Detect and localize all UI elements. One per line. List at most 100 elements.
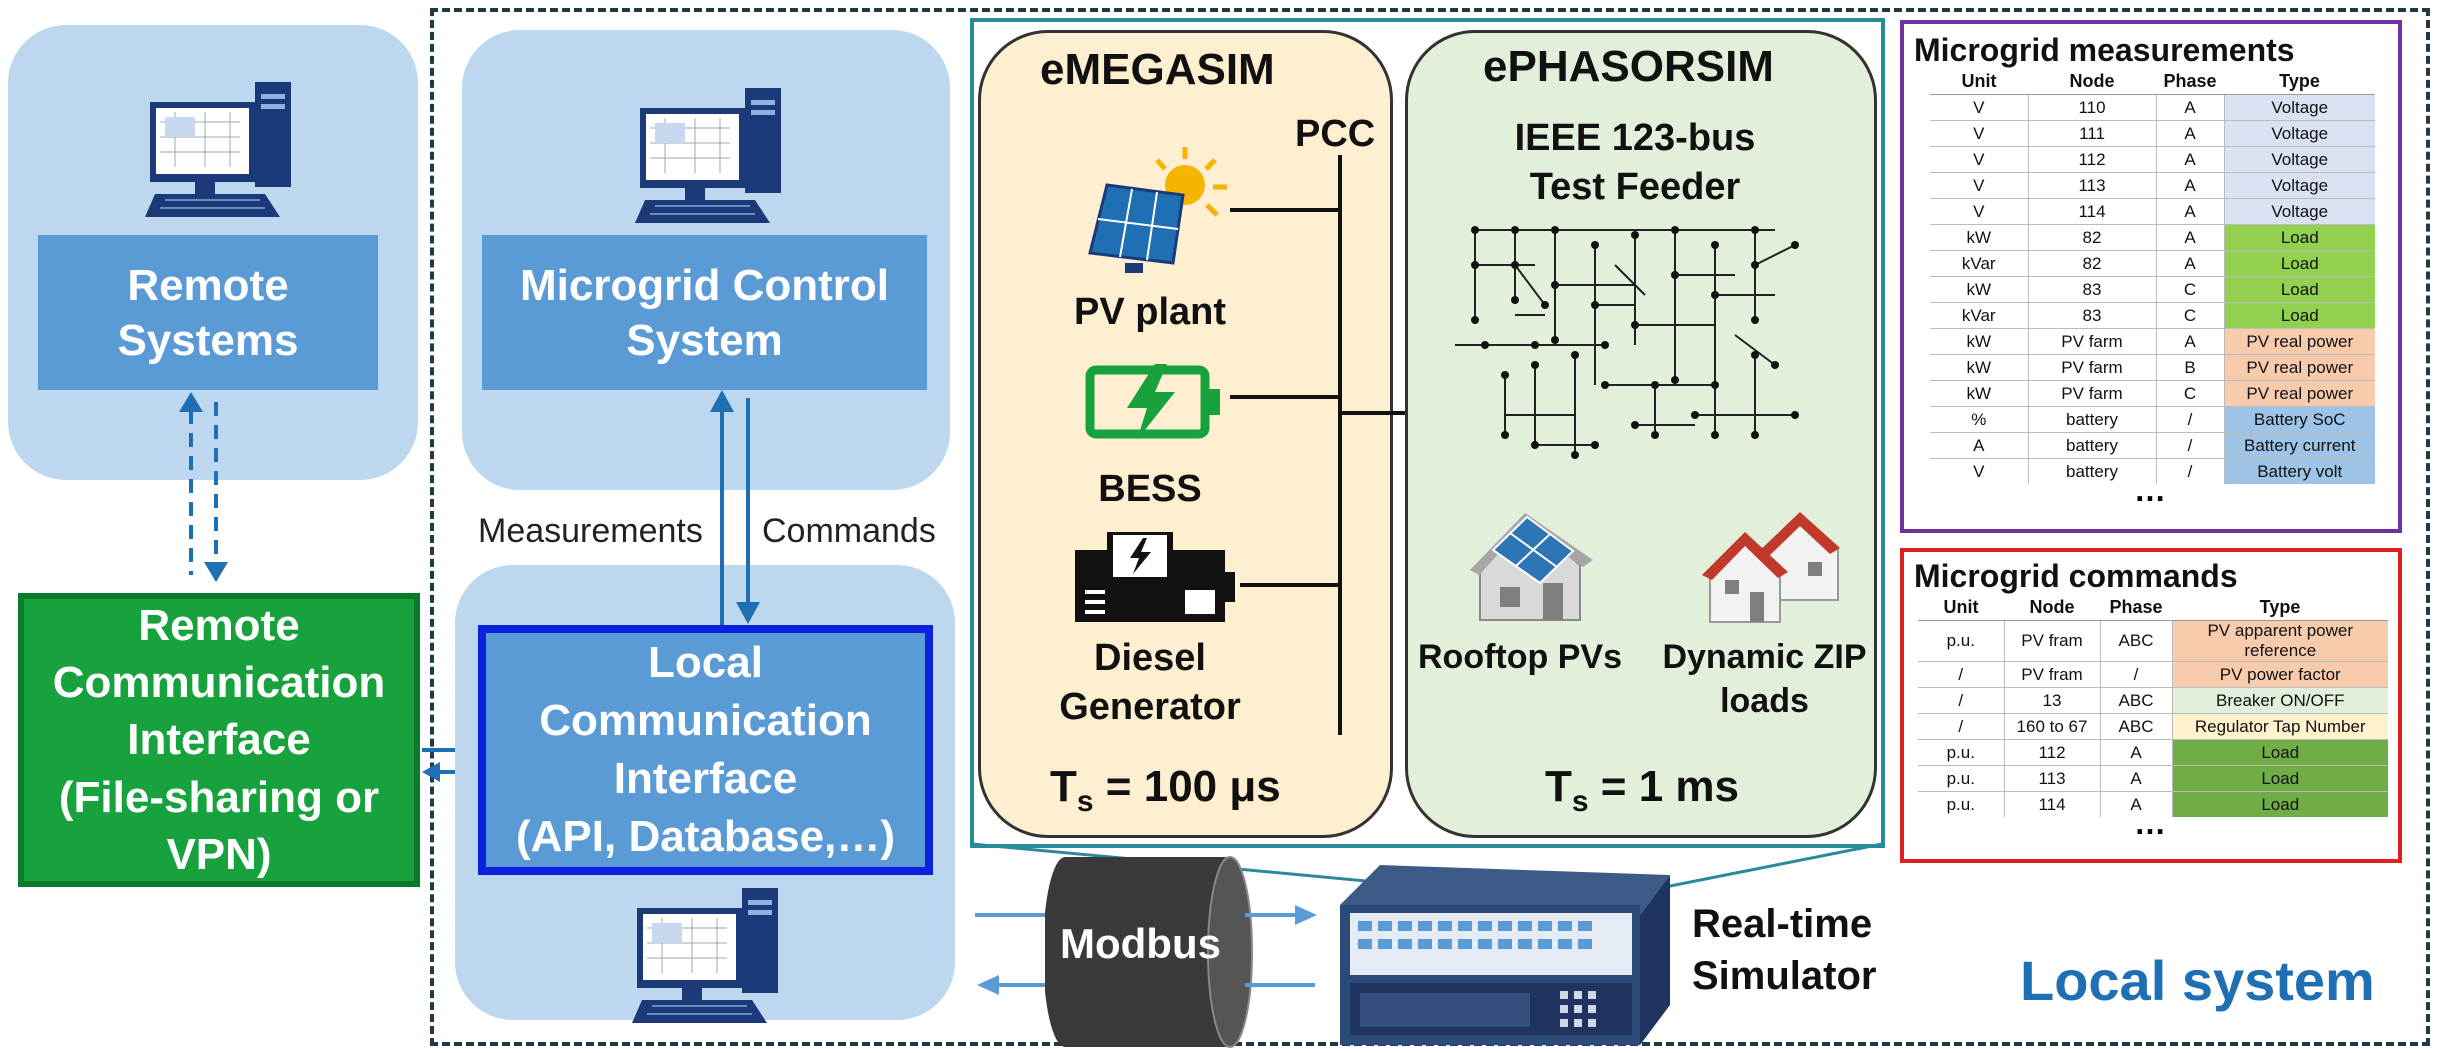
measurements_table-cell-unit: kVar xyxy=(1930,302,2029,329)
measurements_table-cell-unit: V xyxy=(1930,172,2029,199)
measurements_table-cell-node: battery xyxy=(2028,432,2157,459)
measurements_table-cell-unit: kW xyxy=(1930,354,2029,381)
emegasim-title: eMEGASIM xyxy=(1040,45,1275,94)
ephasorsim-timestep: Ts = 1 ms xyxy=(1545,762,1740,818)
measurements_table-cell-type: PV real power xyxy=(2224,328,2375,355)
measurements_table-cell-type: Load xyxy=(2224,224,2375,251)
measurements_table-cell-type: Voltage xyxy=(2224,120,2375,147)
remote-comm-line-2: Communication xyxy=(52,658,386,708)
measurements_table-cell-unit: kW xyxy=(1930,276,2029,303)
commands_table-cell-unit: p.u. xyxy=(1918,765,2005,792)
measurements_table-cell-unit: V xyxy=(1930,146,2029,173)
local-comm-line-1: Local xyxy=(648,637,763,687)
real-time-simulator-label: Real-time Simulator xyxy=(1692,902,1877,998)
local-communication-interface: Local Communication Interface (API, Data… xyxy=(478,625,933,875)
local-system-label: Local system xyxy=(2020,949,2375,1012)
commands_table-cell-type: PV apparent power reference xyxy=(2172,620,2388,662)
commands_table-cell-type: Load xyxy=(2172,791,2388,817)
measurements_table-row: %battery/Battery SoC xyxy=(1930,406,2375,433)
measurements_table-cell-node: 114 xyxy=(2028,198,2157,225)
ephasorsim-title: ePHASORSIM xyxy=(1483,42,1774,91)
measurements_table-cell-unit: V xyxy=(1930,120,2029,147)
measurements_table-cell-unit: A xyxy=(1930,432,2029,459)
measurements_table-cell-unit: V xyxy=(1930,94,2029,121)
ieee-123-bus-network-diagram xyxy=(1455,226,1799,459)
ephasorsim-panel xyxy=(1405,30,1877,838)
modbus-cylinder xyxy=(1045,856,1253,1048)
remote-dashed-arrows xyxy=(179,392,228,582)
meas-header-type: Type xyxy=(2224,69,2375,95)
commands_table-cell-unit: p.u. xyxy=(1918,739,2005,766)
remote-comm-line-4: (File-sharing or xyxy=(58,772,380,822)
commands_table-cell-node: PV fram xyxy=(2004,620,2101,662)
commands_table-cell-phase: A xyxy=(2100,791,2173,817)
measurements-table-frame: Microgrid measurements Unit Node Phase T… xyxy=(1900,20,2402,533)
ieee-feeder-label: IEEE 123-bus Test Feeder xyxy=(1514,117,1756,209)
measurements_table-cell-type: Load xyxy=(2224,276,2375,303)
commands-more-ellipsis: … xyxy=(2134,805,2168,841)
measurements_table-cell-unit: kW xyxy=(1930,380,2029,407)
remote-computer-icon xyxy=(145,82,291,217)
commands_table-cell-phase: ABC xyxy=(2100,620,2173,662)
pcc-label: PCC xyxy=(1295,113,1376,155)
commands_table-cell-node: 114 xyxy=(2004,791,2101,817)
measurements-label: Measurements xyxy=(478,512,703,550)
measurements_table-cell-unit: kW xyxy=(1930,224,2029,251)
remote-comm-line-1: Remote xyxy=(138,601,300,651)
local-comm-line-3: Interface xyxy=(613,754,798,803)
measurements_table-cell-node: 83 xyxy=(2028,276,2157,303)
measurements_table-cell-type: Battery current xyxy=(2224,432,2375,459)
measurements-table-title: Microgrid measurements xyxy=(1914,32,2295,68)
commands_table-cell-type: Load xyxy=(2172,739,2388,766)
commands_table-cell-phase: A xyxy=(2100,739,2173,766)
measurements_table-cell-type: Load xyxy=(2224,302,2375,329)
measurements_table-cell-node: PV farm xyxy=(2028,380,2157,407)
measurements_table-cell-type: Battery volt xyxy=(2224,458,2375,484)
microgrid-control-box: Microgrid Control System xyxy=(482,235,927,390)
zip-load-houses-icon xyxy=(1702,512,1840,623)
measurements_table-cell-phase: / xyxy=(2156,406,2225,433)
dynamic-zip-loads-label: Dynamic ZIP loads xyxy=(1662,638,1867,721)
measurements_table-cell-type: Voltage xyxy=(2224,198,2375,225)
measurements_table-cell-node: 82 xyxy=(2028,224,2157,251)
remote-comm-line-3: Interface xyxy=(127,715,311,765)
local-computer-icon xyxy=(632,888,778,1023)
measurements_table-cell-type: Voltage xyxy=(2224,172,2375,199)
commands_table-cell-unit: / xyxy=(1918,713,2005,740)
measurements_table-cell-phase: / xyxy=(2156,432,2225,459)
commands_table-row: /PV fram/PV power factor xyxy=(1918,661,2388,688)
local-comm-line-2: Communication xyxy=(539,695,872,745)
measurements_table-cell-node: 111 xyxy=(2028,120,2157,147)
measurements_table-cell-phase: B xyxy=(2156,354,2225,381)
measurements_table-cell-node: PV farm xyxy=(2028,328,2157,355)
commands_table-cell-type: Load xyxy=(2172,765,2388,792)
generator-icon xyxy=(1075,532,1235,622)
meas-header-phase: Phase xyxy=(2156,69,2224,95)
measurements_table-cell-phase: C xyxy=(2156,302,2225,329)
commands_table-cell-type: Breaker ON/OFF xyxy=(2172,687,2388,714)
commands_table-cell-node: 160 to 67 xyxy=(2004,713,2101,740)
measurements_table-cell-phase: A xyxy=(2156,146,2225,173)
solar-panel-icon xyxy=(1088,147,1227,273)
measurements_table-cell-type: PV real power xyxy=(2224,380,2375,407)
measurements_table-cell-phase: A xyxy=(2156,94,2225,121)
simulator-frame xyxy=(970,18,1885,848)
commands-table-frame: Microgrid commands Unit Node Phase Type … xyxy=(1900,548,2402,863)
commands_table-cell-type: Regulator Tap Number xyxy=(2172,713,2388,740)
measurements_table-cell-unit: kW xyxy=(1930,328,2029,355)
measurements_table-cell-phase: / xyxy=(2156,458,2225,484)
